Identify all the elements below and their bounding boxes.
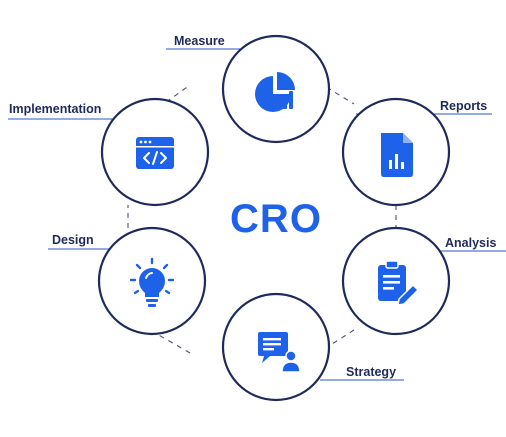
connector-strategy-design xyxy=(149,329,191,354)
cycle-connectors xyxy=(127,81,397,354)
report-document-icon xyxy=(381,133,413,177)
connector-analysis-strategy xyxy=(317,329,355,354)
connector-implementation-measure xyxy=(157,84,191,109)
node-circles xyxy=(97,34,451,402)
strategy-label: Strategy xyxy=(346,365,396,379)
lightbulb-icon xyxy=(129,257,175,307)
analysis-label: Analysis xyxy=(445,236,496,250)
measure-label: Measure xyxy=(174,34,225,48)
reports-label: Reports xyxy=(440,99,487,113)
code-window-icon xyxy=(136,137,174,169)
design-label: Design xyxy=(52,233,94,247)
measure-node xyxy=(221,34,331,144)
implementation-label: Implementation xyxy=(9,102,101,116)
pie-chart-icon xyxy=(255,72,299,112)
clipboard-edit-icon xyxy=(378,260,420,306)
connector-measure-reports xyxy=(317,81,355,105)
presentation-person-icon xyxy=(258,332,301,373)
center-title: CRO xyxy=(230,197,322,241)
